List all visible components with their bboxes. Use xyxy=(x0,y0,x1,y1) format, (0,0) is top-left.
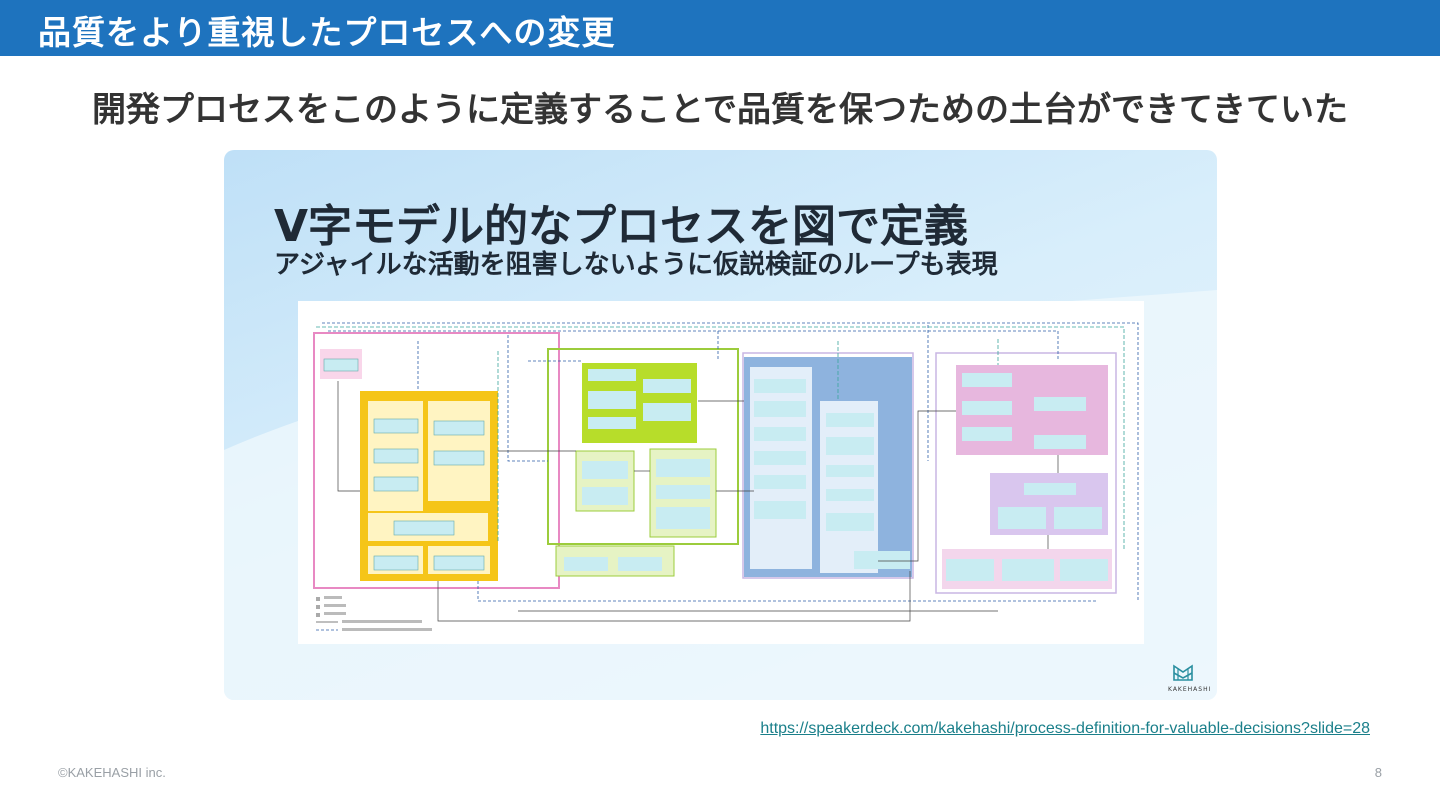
region-lavender xyxy=(935,352,1117,594)
title-bar: 品質をより重視したプロセスへの変更 xyxy=(0,0,1440,56)
region-green xyxy=(547,348,739,545)
page-number: 8 xyxy=(1374,765,1382,780)
region-blue xyxy=(742,352,914,579)
logo-label: KAKEHASHI xyxy=(1168,686,1212,693)
copyright: ©KAKEHASHI inc. xyxy=(58,765,166,780)
region-pink-left xyxy=(313,332,560,589)
kakehashi-logo: KAKEHASHI xyxy=(1168,664,1212,693)
slide-subtitle: 開発プロセスをこのように定義することで品質を保つための土台ができてきていた xyxy=(92,90,1348,130)
speakerdeck-link[interactable]: https://speakerdeck.com/kakehashi/proces… xyxy=(760,720,1370,737)
kakehashi-logo-icon xyxy=(1173,664,1193,681)
embedded-subheading: アジャイルな活動を阻害しないように仮説検証のループも表現 xyxy=(274,250,998,280)
process-diagram xyxy=(298,301,1144,644)
embedded-heading: V字モデル的なプロセスを図で定義 xyxy=(274,201,969,252)
slide-title: 品質をより重視したプロセスへの変更 xyxy=(38,13,616,52)
embedded-slide-image: V字モデル的なプロセスを図で定義 アジャイルな活動を阻害しないように仮説検証のル… xyxy=(224,150,1217,700)
